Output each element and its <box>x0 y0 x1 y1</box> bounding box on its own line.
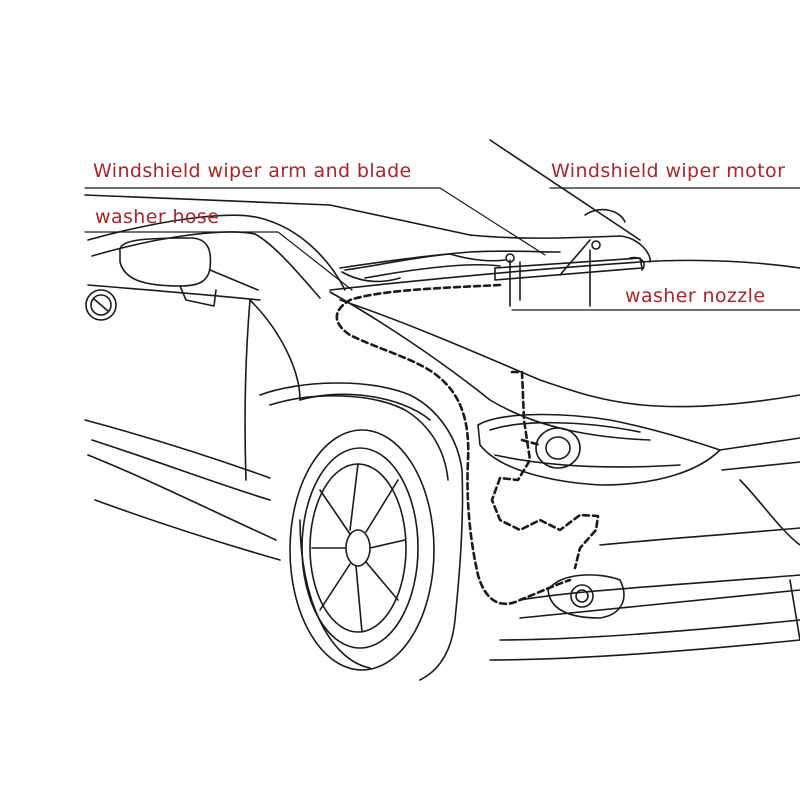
door-panel <box>84 284 281 561</box>
washer-nozzle-label: washer nozzle <box>625 285 766 307</box>
washer-hose-path <box>335 283 600 606</box>
wiper-motor-label: Windshield wiper motor <box>551 160 786 182</box>
windshield-frame <box>84 194 471 299</box>
front-wheel <box>289 429 435 671</box>
front-bumper <box>489 437 800 661</box>
fender <box>249 299 464 681</box>
side-mirror <box>119 237 259 307</box>
washer-hose-label: washer hose <box>95 206 220 228</box>
wiper-assembly <box>339 239 645 307</box>
fog-light <box>547 574 625 619</box>
headlight <box>477 413 721 486</box>
hood <box>329 139 800 441</box>
door-badge <box>85 289 117 321</box>
wiper-arm-label: Windshield wiper arm and blade <box>93 160 412 182</box>
callout-leaders <box>84 187 800 311</box>
